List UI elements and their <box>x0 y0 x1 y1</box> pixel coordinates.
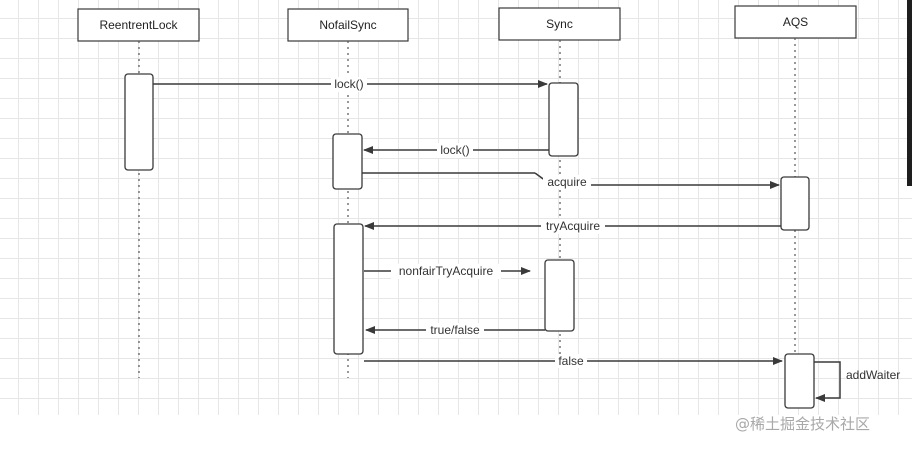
activation-nofailsync-1[interactable] <box>332 133 363 190</box>
participant-aqs[interactable]: AQS <box>734 5 857 39</box>
participant-label: ReentrentLock <box>99 18 178 32</box>
message-label: lock() <box>440 143 469 157</box>
participant-nofailsync[interactable]: NofailSync <box>287 8 409 42</box>
participant-label: AQS <box>783 15 808 29</box>
bottom-margin <box>0 415 912 449</box>
watermark: @稀土掘金技术社区 <box>735 415 870 433</box>
participant-sync[interactable]: Sync <box>498 7 621 41</box>
message-label: false <box>558 354 584 368</box>
participant-label: NofailSync <box>319 18 376 32</box>
message-label: true/false <box>430 323 480 337</box>
message-label: lock() <box>334 77 363 91</box>
activation-reentrantlock[interactable] <box>124 73 154 171</box>
activation-nofailsync-2[interactable] <box>333 223 364 355</box>
activation-sync-2[interactable] <box>544 259 575 332</box>
message-label: acquire <box>547 175 587 189</box>
participant-reentrantlock[interactable]: ReentrentLock <box>77 8 200 42</box>
message-label: nonfairTryAcquire <box>399 264 494 278</box>
self-call-label: addWaiter <box>846 368 900 382</box>
activation-aqs-2[interactable] <box>784 353 815 409</box>
participant-label: Sync <box>546 17 573 31</box>
self-call-arrow <box>814 361 841 402</box>
message-label: tryAcquire <box>546 219 600 233</box>
window-edge <box>907 0 912 186</box>
activation-aqs-1[interactable] <box>780 176 810 231</box>
activation-sync-1[interactable] <box>548 82 579 157</box>
